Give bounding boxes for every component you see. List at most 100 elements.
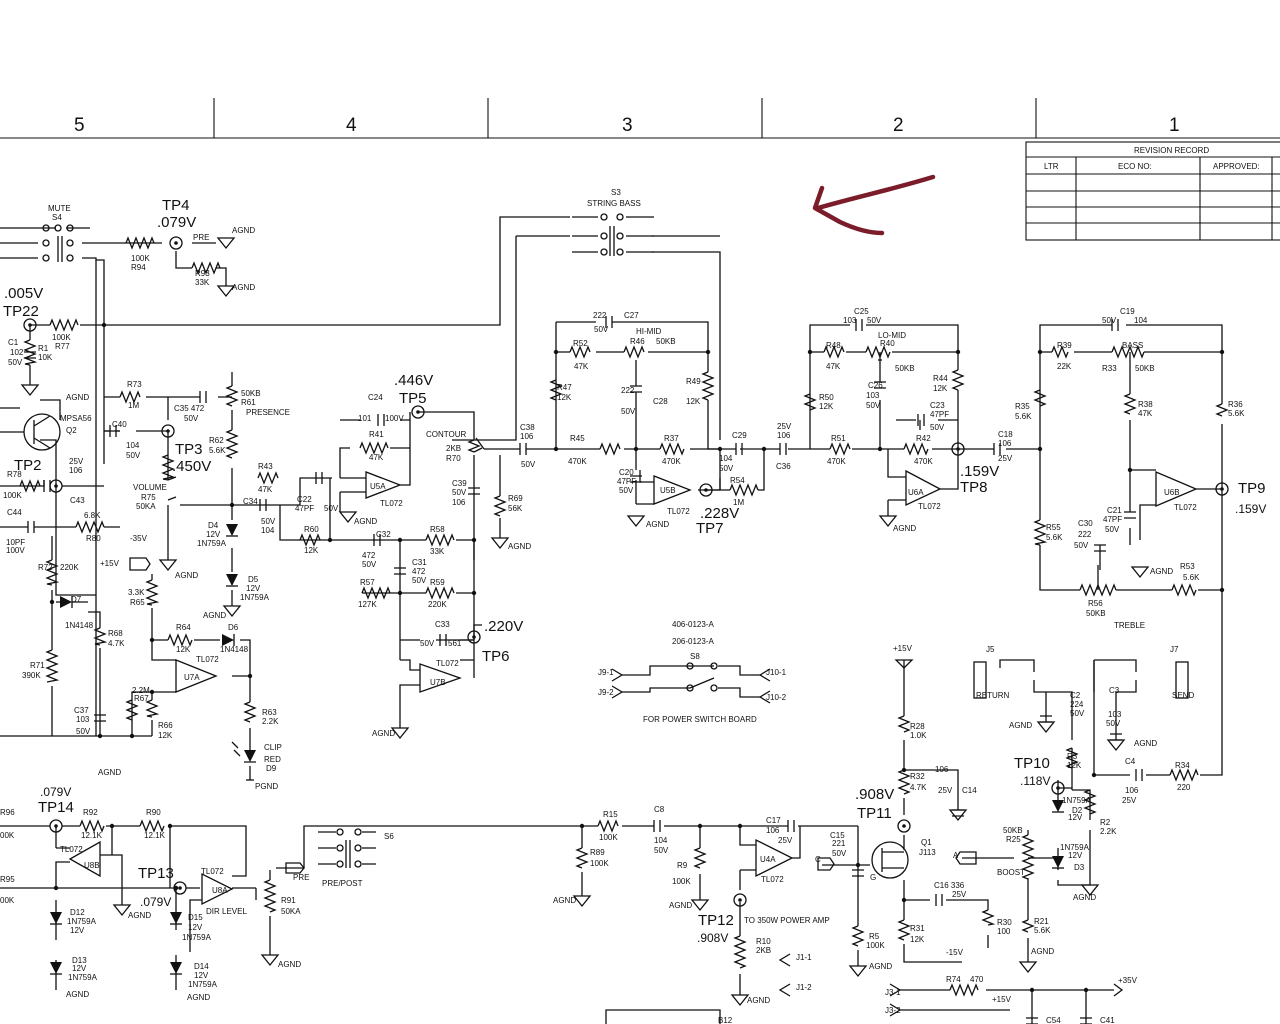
component-label: R46	[630, 337, 645, 346]
component-label: 47K	[826, 362, 841, 371]
component-label: 5.6K	[1034, 926, 1051, 935]
tp-id: TP4	[162, 197, 190, 214]
dir-level-label: DIR LEVEL	[206, 907, 247, 916]
component-label: 5.6K	[209, 446, 226, 455]
component-label: R96	[0, 808, 15, 817]
component-label: R30	[997, 918, 1012, 927]
component-label: 50V	[1102, 316, 1117, 325]
component-label: D2	[1072, 806, 1083, 815]
component-label: 12K	[158, 731, 173, 740]
tp-id: TP12	[698, 912, 734, 929]
component-label: C40	[112, 420, 127, 429]
component-label: 12K	[686, 397, 701, 406]
component-label: C31	[412, 558, 427, 567]
component-label: C43	[70, 496, 85, 505]
component-label: R40	[880, 339, 895, 348]
component-label: J1-1	[796, 953, 812, 962]
component-label: 106	[766, 826, 780, 835]
component-label: AGND	[553, 896, 576, 905]
component-label: D4	[208, 521, 219, 530]
zone-label: 3	[622, 115, 633, 136]
tp-id: TP5	[399, 390, 427, 407]
component-label: D3	[1074, 863, 1085, 872]
component-label: 50V	[412, 576, 427, 585]
component-label: 50KA	[136, 502, 156, 511]
component-label: 1M	[733, 498, 744, 507]
component-label: +35V	[1118, 976, 1138, 985]
component-label: R10	[756, 937, 771, 946]
component-label: R35	[1015, 402, 1030, 411]
component-label: R54	[730, 476, 745, 485]
component-label: R28	[910, 722, 925, 731]
component-label: D14	[194, 962, 209, 971]
component-label: 6.8K	[84, 511, 101, 520]
component-label: C16 336	[934, 881, 965, 890]
component-label: 390K	[22, 671, 41, 680]
component-label: PRESENCE	[246, 408, 290, 417]
component-label: AGND	[869, 962, 892, 971]
revision-header: LTR	[1044, 162, 1059, 171]
component-label: C26	[868, 381, 883, 390]
component-label: 50V	[362, 560, 377, 569]
component-label: TL072	[196, 655, 219, 664]
component-label: R59	[430, 578, 445, 587]
component-label: R37	[664, 434, 679, 443]
component-label: 101	[358, 414, 372, 423]
component-label: R95	[0, 875, 15, 884]
tp-voltage: .908V	[697, 931, 728, 945]
component-label: 50V	[1070, 709, 1085, 718]
tp-voltage: .005V	[4, 285, 43, 302]
tp-id: TP7	[696, 520, 724, 537]
component-label: U6A	[908, 488, 924, 497]
component-label: D15	[188, 913, 203, 922]
component-label: 2.2K	[262, 717, 279, 726]
component-labels: 100KR94PRER9333KAGNDAGND100KR77C110250VR…	[0, 226, 1245, 1024]
tp-voltage: .079V	[157, 214, 196, 231]
component-label: R3	[1067, 752, 1078, 761]
switches	[42, 213, 718, 868]
component-label: RED	[264, 755, 281, 764]
tp-id: TP9	[1238, 480, 1266, 497]
hand-drawn-arrow	[812, 174, 936, 236]
component-label: R45	[570, 434, 585, 443]
component-label: 103	[1108, 710, 1122, 719]
component-label: R68	[108, 629, 123, 638]
component-label: D9	[266, 764, 277, 773]
component-label: AGND	[278, 960, 301, 969]
component-label: R49	[686, 377, 701, 386]
component-label: U7B	[430, 678, 446, 687]
component-label: J113	[919, 848, 936, 857]
component-label: 50V	[1074, 541, 1089, 550]
component-label: 1N759A	[67, 917, 97, 926]
component-label: C36	[776, 462, 791, 471]
opamps	[68, 469, 1198, 906]
tp-voltage: .159V	[960, 463, 999, 480]
component-label: R78	[7, 470, 22, 479]
component-label: C54	[1046, 1016, 1061, 1024]
component-label: 56K	[508, 504, 523, 513]
component-label: 470	[970, 975, 984, 984]
component-label: C15	[830, 831, 845, 840]
component-label: TL072	[380, 499, 403, 508]
component-label: 47K	[574, 362, 589, 371]
component-label: R47	[557, 383, 572, 392]
component-label: 12V	[246, 584, 261, 593]
component-label: 50KB	[1086, 609, 1106, 618]
component-label: 100K	[590, 859, 609, 868]
component-label: R38	[1138, 400, 1153, 409]
component-label: R56	[1088, 599, 1103, 608]
component-label: R94	[131, 263, 146, 272]
component-label: -35V	[130, 534, 148, 543]
component-label: 102	[10, 348, 24, 357]
component-label: R42	[916, 434, 931, 443]
component-label: 12V	[70, 926, 85, 935]
component-label: R39	[1057, 341, 1072, 350]
component-label: 50V	[1105, 525, 1120, 534]
component-label: D5	[248, 575, 259, 584]
component-label: 4.7K	[108, 639, 125, 648]
component-label: TL072	[667, 507, 690, 516]
component-label: 127K	[358, 600, 377, 609]
component-label: 472	[362, 551, 376, 560]
component-label: AGND	[203, 611, 226, 620]
component-label: R50	[819, 393, 834, 402]
